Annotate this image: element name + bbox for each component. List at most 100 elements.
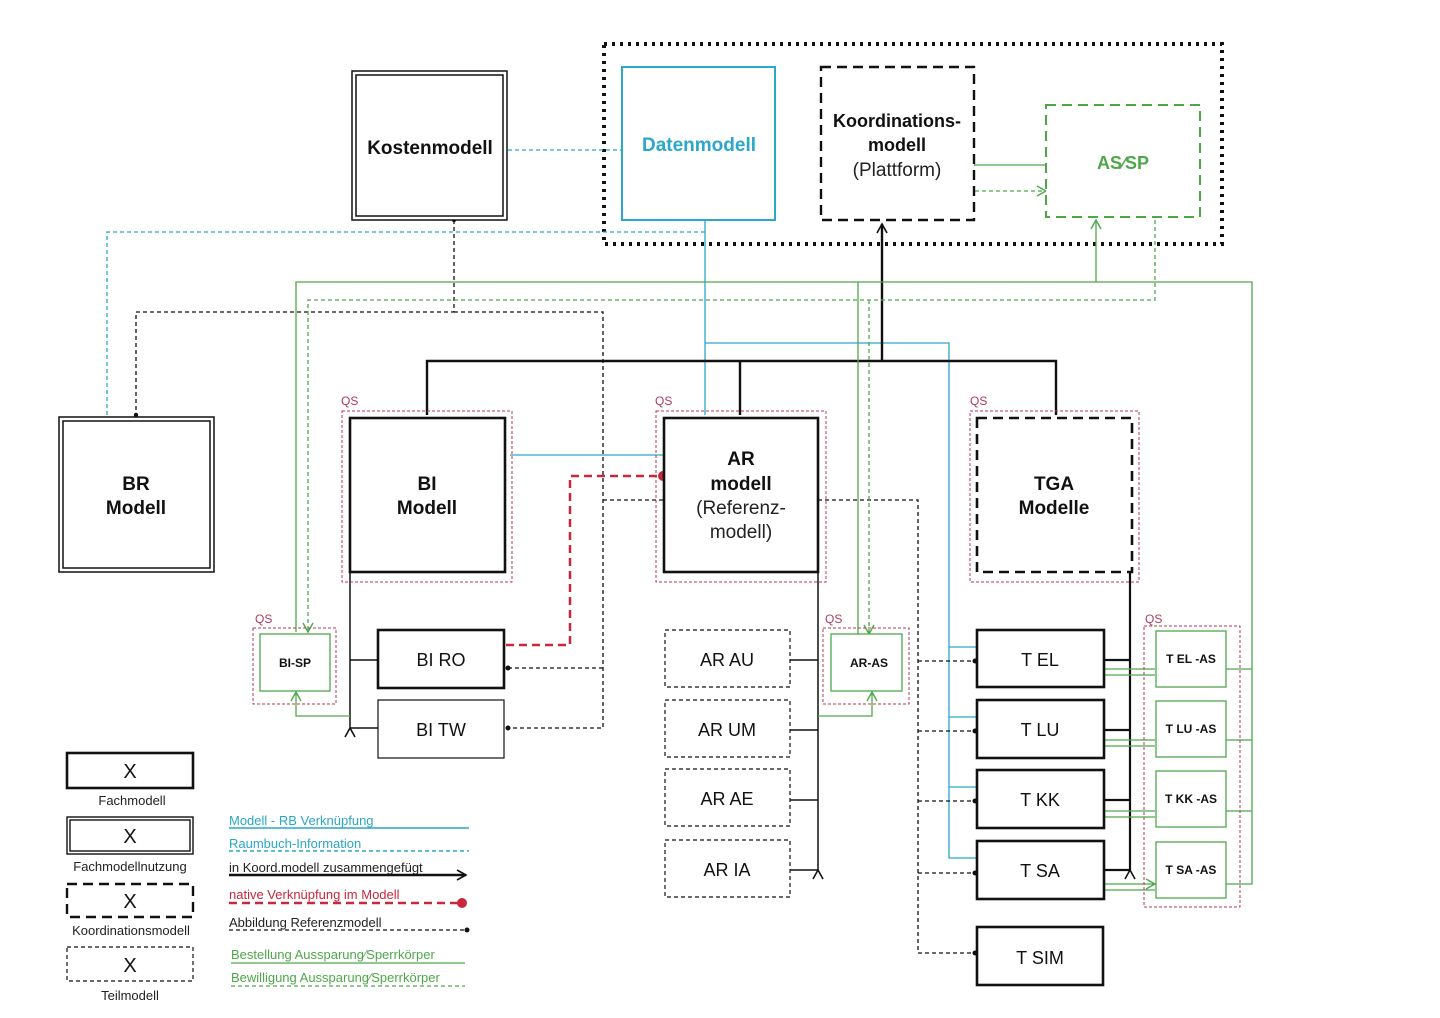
qs-label: QS: [1145, 612, 1162, 626]
legend-teilmodell: X Teilmodell: [66, 946, 194, 1003]
node-t-el-as: T EL -AS: [1155, 630, 1227, 688]
tga-label-1: TGA: [1034, 474, 1074, 495]
link-green-bisp-bi: [290, 690, 350, 717]
ar-label-1: AR: [727, 449, 755, 470]
link-daten-tga: [705, 342, 977, 859]
node-t-kk-as: T KK -AS: [1155, 770, 1227, 828]
legend-fachmodellnutzung: X Fachmodellnutzung: [66, 816, 194, 874]
ar-as-label: AR-AS: [850, 656, 888, 670]
bi-tw-label: BI TW: [416, 720, 466, 740]
node-t-kk: T KK: [975, 768, 1106, 830]
node-t-lu-as: T LU -AS: [1155, 700, 1227, 758]
node-t-lu: T LU: [975, 698, 1106, 760]
legend-line-label: native Verknüpfung im Modell: [229, 887, 400, 902]
qs-label: QS: [341, 394, 358, 408]
t-sa-as-label: T SA -AS: [1166, 863, 1217, 877]
qs-bi: QS: [341, 394, 513, 583]
ar-um-label: AR UM: [698, 720, 756, 740]
link-green-as-back: [302, 220, 1156, 634]
br-label-2: Modell: [106, 498, 166, 519]
platform-frame: [602, 42, 1224, 246]
ar-ia-label: AR IA: [703, 860, 750, 880]
legend-line-label: Bewilligung Aussparung∕Sperrkörper: [231, 970, 441, 985]
node-t-sa: T SA: [975, 839, 1106, 901]
ar-ae-label: AR AE: [700, 789, 753, 809]
qs-bi-sp: QS: [252, 612, 337, 705]
node-ar-as: AR-AS: [830, 633, 903, 692]
legend-teilmodell-label: Teilmodell: [101, 988, 159, 1003]
link-bi-children: [350, 573, 378, 728]
t-lu-as-label: T LU -AS: [1166, 722, 1217, 736]
node-ar-au: AR AU: [664, 629, 791, 688]
tga-label-2: Modelle: [1019, 498, 1090, 519]
ar-au-label: AR AU: [700, 650, 754, 670]
link-referenz-tga: [818, 499, 975, 954]
legend-line-label: Modell - RB Verknüpfung: [229, 813, 374, 828]
ar-label-4: modell): [710, 522, 772, 543]
link-tree-koord: [425, 224, 1058, 415]
link-ar-children: [790, 573, 818, 870]
node-koordinationsmodell: Koordinations- modell (Plattform): [819, 65, 976, 222]
node-bi-ro: BI RO: [376, 628, 506, 690]
as-sp-label: AS∕SP: [1097, 153, 1149, 173]
br-label-1: BR: [122, 474, 150, 495]
qs-label: QS: [970, 394, 987, 408]
bi-label-2: Modell: [397, 498, 457, 519]
legend-symbol: X: [123, 891, 136, 913]
node-br-modell: BR Modell: [58, 416, 215, 573]
qs-tga-as: QS: [1143, 612, 1241, 908]
link-br-daten: [106, 231, 705, 415]
qs-ar: QS: [655, 394, 827, 583]
bi-ro-label: BI RO: [416, 650, 465, 670]
t-lu-label: T LU: [1021, 720, 1060, 740]
node-tga-modelle: TGA Modelle: [975, 416, 1134, 574]
link-referenz-bi: [454, 311, 663, 729]
qs-tga: QS: [969, 394, 1140, 583]
bi-sp-label: BI-SP: [279, 656, 311, 670]
node-ar-ae: AR AE: [664, 768, 791, 827]
node-t-sim: T SIM: [975, 925, 1105, 987]
link-native-biro-ar: [506, 474, 663, 647]
t-kk-label: T KK: [1020, 790, 1060, 810]
t-el-label: T EL: [1021, 650, 1059, 670]
ar-label-3: (Referenz-: [696, 498, 786, 519]
node-kostenmodell: Kostenmodell: [351, 70, 508, 221]
legend-line-label: Raumbuch-Information: [229, 836, 361, 851]
node-bi-modell: BI Modell: [348, 416, 507, 574]
legend-fachmodell-label: Fachmodell: [98, 793, 165, 808]
qs-label: QS: [825, 612, 842, 626]
node-datenmodell: Datenmodell: [621, 66, 776, 221]
qs-label: QS: [655, 394, 672, 408]
link-tga-children: [1104, 573, 1130, 870]
node-as-sp: AS∕SP: [1045, 104, 1201, 218]
link-kosten-br: [133, 217, 457, 418]
link-green-tel-as: [1104, 668, 1155, 884]
ar-label-2: modell: [710, 474, 771, 495]
link-green-aras-ar: [818, 690, 878, 717]
node-ar-modell: AR modell (Referenz- modell): [662, 416, 820, 574]
koord-label-1: Koordinations-: [833, 111, 961, 131]
bi-label-1: BI: [418, 474, 437, 495]
qs-label: QS: [255, 612, 272, 626]
legend-fachmodell: X Fachmodell: [65, 751, 195, 808]
legend-line-label: Bestellung Aussparung∕Sperrkörper: [231, 947, 435, 962]
legend-line-label: in Koord.modell zusammengefügt: [229, 860, 423, 875]
t-sim-label: T SIM: [1016, 948, 1064, 968]
node-t-el: T EL: [975, 628, 1106, 689]
koord-label-3: (Plattform): [853, 160, 942, 181]
legend-fachmodellnutzung-label: Fachmodellnutzung: [73, 859, 186, 874]
node-bi-tw: BI TW: [377, 699, 505, 759]
legend-line-label: Abbildung Referenzmodell: [229, 915, 382, 930]
node-ar-um: AR UM: [664, 699, 791, 758]
legend-koordinationsmodell: X Koordinationsmodell: [65, 882, 195, 938]
t-sa-label: T SA: [1020, 861, 1060, 881]
link-green-outer: [295, 281, 1253, 885]
legend-lines: Modell - RB Verknüpfung Raumbuch-Informa…: [229, 813, 470, 987]
qs-ar-as: QS: [822, 612, 910, 705]
legend-symbol: X: [123, 761, 136, 783]
node-t-sa-as: T SA -AS: [1155, 841, 1227, 899]
datenmodell-label: Datenmodell: [642, 135, 756, 156]
t-el-as-label: T EL -AS: [1166, 652, 1216, 666]
node-ar-ia: AR IA: [664, 839, 791, 898]
